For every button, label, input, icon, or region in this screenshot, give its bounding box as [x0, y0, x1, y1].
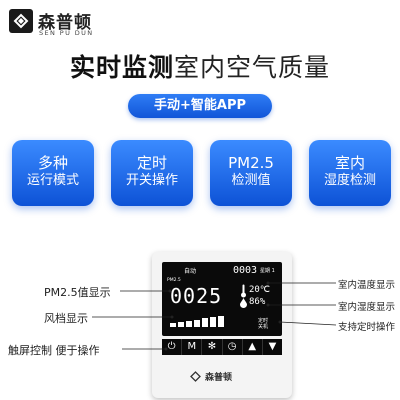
screen-temperature: 20℃: [249, 285, 270, 295]
mode-icon[interactable]: M: [182, 339, 203, 355]
device-logo-icon: [190, 371, 201, 382]
controller-device: 自动 PM2.5 0025 0003 星期 1 20℃ 86% 定时 关机 ⏻M…: [152, 252, 292, 398]
screen-humidity: 86%: [249, 297, 266, 307]
feature-card-line1: PM2.5: [228, 154, 274, 172]
up-icon[interactable]: ▲: [243, 339, 263, 355]
fan-bar: [210, 317, 216, 327]
callout-touch: 触屏控制 便于操作: [8, 344, 100, 357]
droplet-icon: [240, 298, 247, 308]
callout-pm25: PM2.5值显示: [44, 286, 111, 299]
feature-card-line1: 定时: [136, 154, 167, 172]
feature-card-modes: 多种 运行模式: [12, 140, 94, 206]
thermometer-icon: [241, 284, 246, 298]
screen-pm-label: PM2.5: [167, 278, 181, 283]
feature-card-humidity: 室内 湿度检测: [309, 140, 391, 206]
screen-pm-value: 0025: [170, 284, 223, 308]
fan-bar: [170, 323, 176, 327]
headline: 实时监测室内空气质量: [0, 48, 400, 84]
clock-icon[interactable]: ◷: [223, 339, 243, 355]
brand-name-en: SEN PU DUN: [39, 29, 94, 37]
fan-level-bars: [170, 316, 226, 327]
callout-temperature: 室内温度显示: [338, 280, 396, 291]
callout-fan: 风档显示: [44, 312, 88, 325]
device-logo: 森普顿: [190, 370, 260, 384]
screen-time: 0003: [233, 265, 258, 276]
feature-card-line1: 多种: [37, 154, 68, 172]
brand-name-cn: 森普顿: [38, 13, 92, 33]
headline-light: 室内空气质量: [174, 53, 331, 82]
screen-timer: 定时 关机: [258, 318, 269, 330]
fan-bar: [202, 318, 208, 327]
fan-bar: [186, 320, 192, 327]
lcd-screen: 自动 PM2.5 0025 0003 星期 1 20℃ 86% 定时 关机: [162, 262, 282, 336]
screen-week: 星期 1: [260, 268, 275, 274]
feature-card-line2: 开关操作: [125, 173, 178, 188]
fan-bar: [194, 319, 200, 327]
feature-card-timer: 定时 开关操作: [111, 140, 193, 206]
feature-card-line2: 检测值: [231, 173, 271, 188]
fan-icon[interactable]: ✻: [202, 339, 223, 355]
brand-mark-icon: [9, 9, 33, 33]
device-logo-text: 森普顿: [205, 373, 233, 383]
headline-strong: 实时监测: [69, 53, 174, 82]
down-icon[interactable]: ▼: [268, 341, 277, 352]
power-icon[interactable]: ⏻: [162, 339, 183, 355]
callout-humidity: 室内湿度显示: [338, 302, 396, 313]
feature-card-pm25: PM2.5 检测值: [210, 140, 292, 206]
button-row: ⏻M✻◷▲ ▼: [162, 339, 282, 355]
brand-logo: 森普顿 SEN PU DUN: [8, 6, 128, 42]
feature-card-line2: 运行模式: [26, 173, 79, 188]
fan-bar: [178, 322, 184, 327]
fan-bar: [218, 316, 224, 327]
screen-mode: 自动: [184, 268, 197, 275]
callout-timer: 支持定时操作: [338, 322, 396, 333]
feature-card-line1: 室内: [334, 154, 365, 172]
control-mode-pill: 手动+智能APP: [128, 94, 272, 118]
feature-card-line2: 湿度检测: [323, 173, 376, 188]
